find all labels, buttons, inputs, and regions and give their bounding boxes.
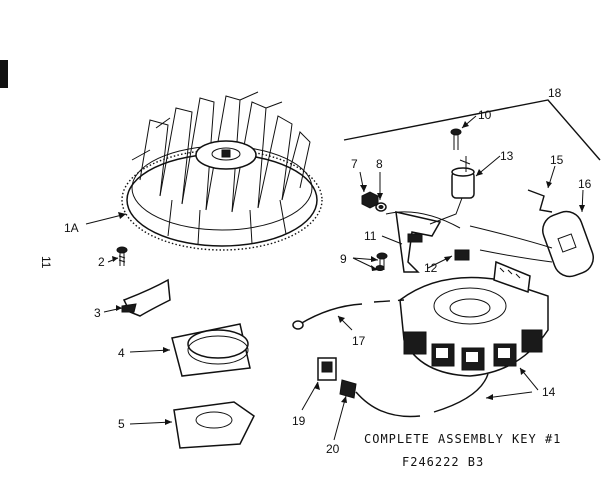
label-17: 17 bbox=[352, 334, 366, 348]
coil-part-16 bbox=[469, 210, 594, 278]
assembly-bracket-18 bbox=[343, 99, 601, 161]
terminal-part-12 bbox=[454, 249, 470, 261]
label-11: 11 bbox=[364, 229, 377, 243]
ring-part-4 bbox=[171, 323, 251, 377]
label-3: 3 bbox=[94, 306, 101, 320]
label-13: 13 bbox=[500, 149, 514, 163]
page-number: 11 bbox=[39, 256, 53, 269]
condenser-part-13 bbox=[429, 156, 475, 225]
screw-part-2 bbox=[116, 246, 128, 266]
breaker-part-11 bbox=[385, 211, 461, 273]
label-2: 2 bbox=[98, 255, 105, 269]
label-1a: 1A bbox=[64, 221, 79, 235]
flywheel-part bbox=[121, 91, 323, 251]
label-10: 10 bbox=[478, 108, 492, 122]
wire-part-17 bbox=[292, 299, 405, 330]
label-12: 12 bbox=[424, 261, 438, 275]
label-20: 20 bbox=[326, 442, 340, 456]
label-15: 15 bbox=[550, 153, 564, 167]
binding-mark bbox=[0, 60, 8, 88]
label-14: 14 bbox=[542, 385, 556, 399]
drawing-number: F246222 B3 bbox=[402, 455, 484, 469]
label-5: 5 bbox=[118, 417, 125, 431]
stator-part-14 bbox=[399, 260, 549, 377]
label-7: 7 bbox=[351, 157, 358, 171]
label-16: 16 bbox=[578, 177, 592, 191]
connector-part-20 bbox=[339, 373, 489, 418]
assembly-caption: COMPLETE ASSEMBLY KEY #1 bbox=[364, 432, 561, 446]
screw-part-10 bbox=[450, 128, 462, 150]
screw-part-9 bbox=[375, 252, 388, 271]
plate-part-5 bbox=[173, 401, 255, 449]
label-19: 19 bbox=[292, 414, 306, 428]
connector-part-19 bbox=[317, 357, 337, 381]
bracket-part-3 bbox=[121, 278, 171, 317]
label-18: 18 bbox=[548, 86, 562, 100]
clip-part-15 bbox=[527, 189, 553, 213]
label-4: 4 bbox=[118, 346, 125, 360]
label-8: 8 bbox=[376, 157, 383, 171]
label-9: 9 bbox=[340, 252, 347, 266]
washer-part-8 bbox=[375, 202, 387, 212]
leader-arrowheads bbox=[112, 121, 585, 425]
